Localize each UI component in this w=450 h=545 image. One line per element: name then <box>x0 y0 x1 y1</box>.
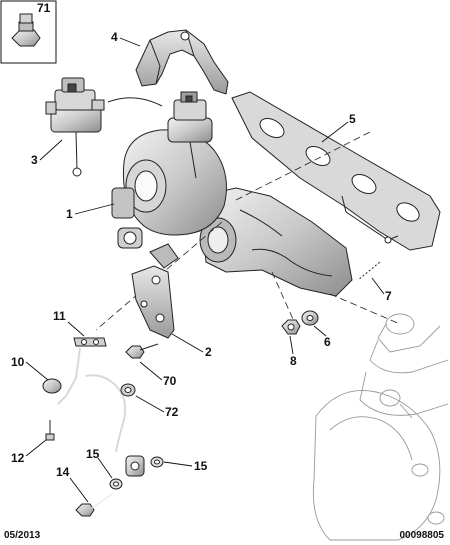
part-12-screw <box>45 420 55 441</box>
leader-8 <box>289 335 294 355</box>
callout-1[interactable]: 1 <box>66 207 73 221</box>
leader-6 <box>313 325 327 337</box>
callout-6[interactable]: 6 <box>324 335 331 349</box>
footer-reference: 00098805 <box>399 530 445 541</box>
footer-date: 05/2013 <box>4 530 41 541</box>
leader-5 <box>321 121 349 143</box>
callout-4[interactable]: 4 <box>111 30 118 44</box>
part-5-manifold-gasket <box>231 91 441 251</box>
callout-7[interactable]: 7 <box>385 289 392 303</box>
alignment-line-c <box>329 293 401 325</box>
leader-1 <box>74 203 115 215</box>
leader-12 <box>25 439 47 457</box>
callout-70[interactable]: 70 <box>163 374 177 388</box>
callout-15-left[interactable]: 15 <box>86 447 100 461</box>
flange-bolt-71 <box>11 13 41 47</box>
leader-3 <box>39 139 63 161</box>
part-10-oil-pipe <box>42 347 127 453</box>
part-11-gasket <box>73 337 107 347</box>
callout-15-right[interactable]: 15 <box>194 459 208 473</box>
callout-3[interactable]: 3 <box>31 153 38 167</box>
ghosted-catalytic-converter <box>312 313 449 541</box>
leader-14 <box>69 477 89 503</box>
part-3-wastegate-actuator <box>45 77 105 177</box>
part-1-turbocharger <box>111 91 353 297</box>
leader-15-right <box>163 461 193 467</box>
part-14-bolt <box>75 493 113 517</box>
leader-15-left <box>97 457 113 479</box>
leader-4 <box>119 37 141 47</box>
part-71-inset-box: 71 <box>0 0 57 64</box>
alignment-line-a <box>235 131 371 201</box>
part-7-stud <box>357 261 381 281</box>
callout-2[interactable]: 2 <box>205 345 212 359</box>
callout-12[interactable]: 12 <box>11 451 25 465</box>
leader-10 <box>25 361 49 381</box>
callout-8[interactable]: 8 <box>290 354 297 368</box>
part-4-heat-shield <box>135 29 229 95</box>
banjo-union <box>125 455 145 477</box>
part-72-clip <box>120 383 136 397</box>
leader-11 <box>67 321 85 337</box>
callout-14[interactable]: 14 <box>56 465 70 479</box>
callout-5[interactable]: 5 <box>349 112 356 126</box>
part-15-washer-right <box>150 456 164 468</box>
callout-72[interactable]: 72 <box>165 405 179 419</box>
part-15-washer-left <box>109 478 123 490</box>
leader-2 <box>171 333 204 353</box>
part-2-support-bracket <box>131 265 175 339</box>
leader-70 <box>139 361 163 381</box>
callout-11[interactable]: 11 <box>53 309 66 323</box>
alignment-line-d <box>271 271 297 327</box>
callout-10[interactable]: 10 <box>11 355 25 369</box>
part-8-nut <box>281 319 301 335</box>
leader-7 <box>371 277 385 295</box>
leader-72 <box>135 395 165 413</box>
assembly-arrow <box>107 97 163 107</box>
callout-71[interactable]: 71 <box>37 1 51 15</box>
part-70-bolt <box>125 343 159 359</box>
part-6-spacer <box>301 310 319 326</box>
